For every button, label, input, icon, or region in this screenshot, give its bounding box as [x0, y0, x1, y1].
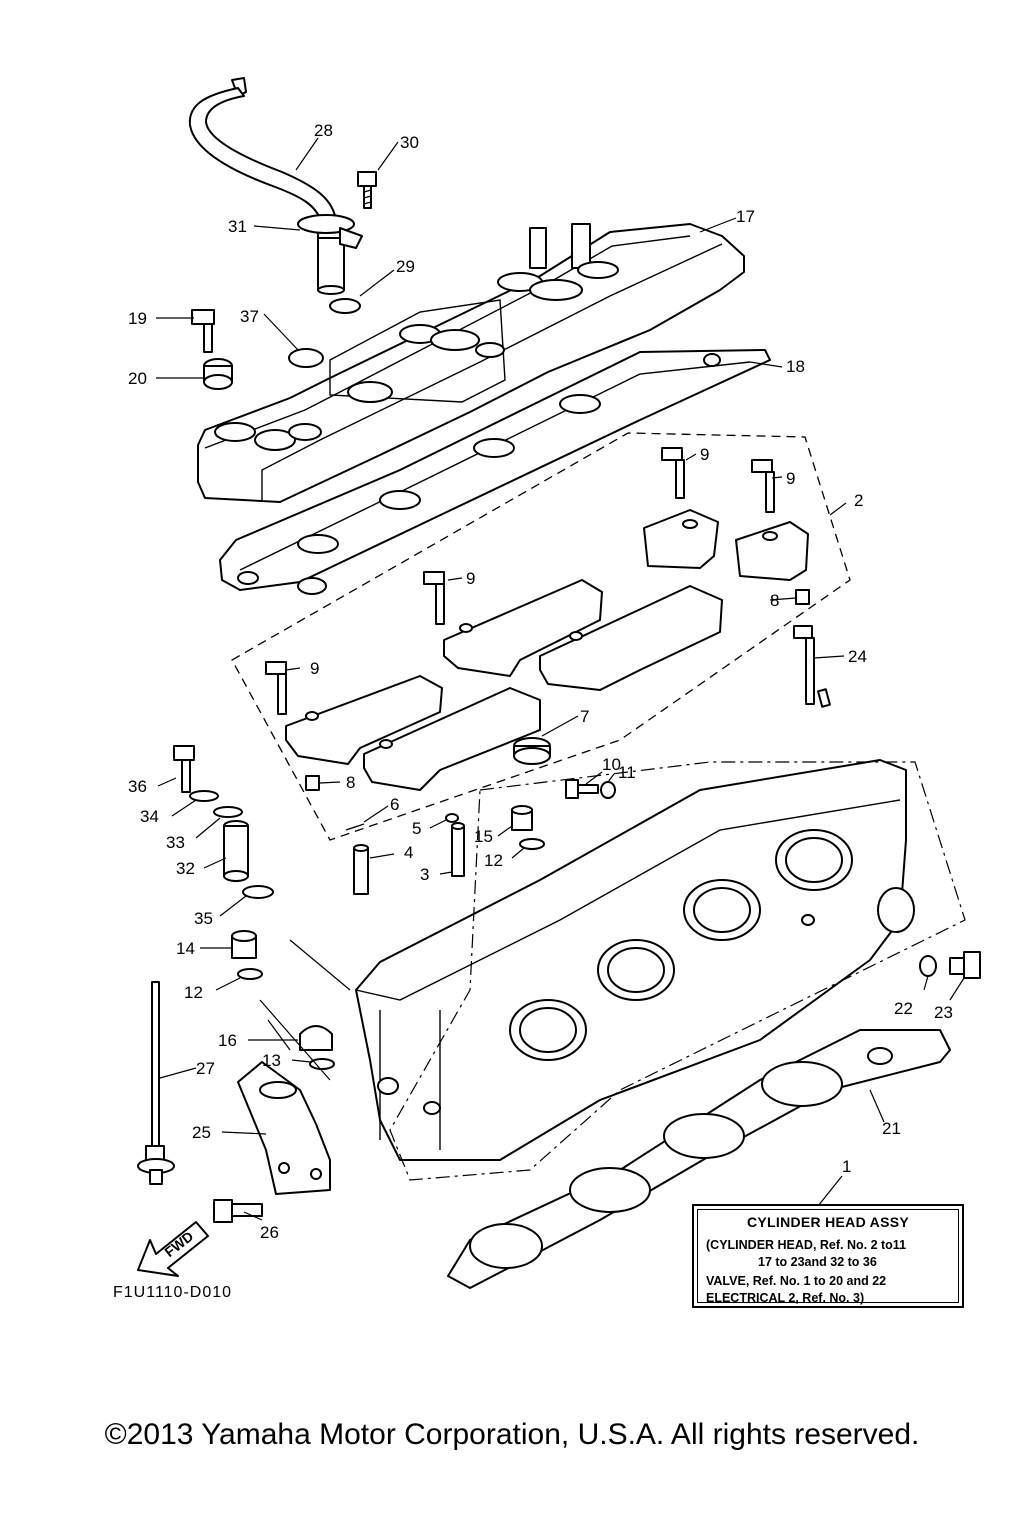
washer-11	[600, 781, 616, 799]
valve-guide-3	[451, 822, 465, 877]
callout-3: 3	[420, 865, 429, 884]
callout-28: 28	[314, 121, 333, 140]
cylinder-head	[355, 759, 915, 1161]
callout-32: 32	[176, 859, 195, 878]
assembly-line-1: (CYLINDER HEAD, Ref. No. 2 to11	[706, 1238, 907, 1252]
callout-20: 20	[128, 369, 147, 388]
callout-27: 27	[196, 1059, 215, 1078]
callout-19: 19	[128, 309, 147, 328]
washer-34	[189, 790, 219, 802]
dowel-8-left	[305, 775, 320, 791]
callout-13: 13	[262, 1051, 281, 1070]
callout-12-lower: 12	[184, 983, 203, 1002]
intake-port	[509, 999, 587, 1061]
camshaft-caps	[285, 509, 809, 791]
washer-12-lower	[237, 968, 263, 980]
copyright-notice: ©2013 Yamaha Motor Corporation, U.S.A. A…	[104, 1418, 920, 1451]
clip-6	[345, 823, 365, 831]
plug-23	[949, 951, 981, 979]
callout-15: 15	[474, 827, 493, 846]
callout-35: 35	[194, 909, 213, 928]
callout-10: 10	[602, 755, 621, 774]
callout-26: 26	[260, 1223, 279, 1242]
dowel-8-right	[795, 589, 810, 605]
bolt-30	[357, 171, 377, 209]
nut-14	[231, 930, 257, 959]
callout-9-b: 9	[786, 469, 795, 488]
callout-11: 11	[618, 763, 636, 782]
bolt-24	[793, 625, 831, 708]
callout-16: 16	[218, 1031, 237, 1050]
callout-1: 1	[842, 1157, 851, 1176]
o-ring-35	[242, 885, 274, 899]
plug-7	[513, 737, 551, 765]
callout-21: 21	[882, 1119, 901, 1138]
valve-guide-4	[353, 844, 369, 895]
head-gasket	[447, 1029, 951, 1289]
assembly-line-3: VALVE, Ref. No. 1 to 20 and 22	[706, 1274, 887, 1288]
intake-port	[597, 939, 675, 1001]
washer-13	[309, 1058, 335, 1070]
washer-33	[213, 806, 243, 818]
callout-14: 14	[176, 939, 195, 958]
callout-22: 22	[894, 999, 913, 1018]
callout-31: 31	[228, 217, 247, 236]
callout-30: 30	[400, 133, 419, 152]
sleeve-32	[223, 820, 249, 882]
breather-hose	[188, 77, 363, 295]
callout-17: 17	[736, 207, 755, 226]
callout-9-a: 9	[700, 445, 709, 464]
assembly-title: CYLINDER HEAD ASSY	[746, 1214, 909, 1230]
callout-6: 6	[390, 795, 399, 814]
assembly-line-4: ELECTRICAL 2, Ref. No. 3)	[706, 1291, 865, 1305]
bolt-36	[173, 745, 195, 793]
drawing-code: F1U1110-D010	[113, 1284, 233, 1301]
callout-12-upper: 12	[484, 851, 503, 870]
cap-bolts-9	[265, 447, 775, 715]
cover-gasket	[219, 349, 771, 595]
assembly-reference-box: CYLINDER HEAD ASSY (CYLINDER HEAD, Ref. …	[692, 1204, 964, 1308]
callout-34: 34	[140, 807, 159, 826]
cable-tie-27	[137, 981, 175, 1185]
assembly-box-inner-border: CYLINDER HEAD ASSY (CYLINDER HEAD, Ref. …	[697, 1209, 959, 1305]
cap-nut-16	[299, 1025, 333, 1051]
callout-8-right: 8	[770, 591, 779, 610]
callout-33: 33	[166, 833, 185, 852]
bolt-10	[565, 779, 599, 799]
nut-15	[511, 805, 533, 831]
seal-5	[445, 813, 459, 823]
group-box-2	[231, 432, 851, 841]
washer-12-upper	[519, 838, 545, 850]
callout-labels: 1 2 3 4 5 6 7 8 8 9 9 9 9 10 11 12 12 13…	[128, 121, 953, 1242]
o-ring-29	[329, 298, 361, 314]
callout-5: 5	[412, 819, 421, 838]
guide-box-head	[389, 761, 966, 1181]
callout-37: 37	[240, 307, 259, 326]
forward-arrow: FWD	[137, 1221, 209, 1277]
callout-8-left: 8	[346, 773, 355, 792]
callout-36: 36	[128, 777, 147, 796]
callout-23: 23	[934, 1003, 953, 1022]
grommet-20	[203, 358, 233, 390]
callout-9-c: 9	[466, 569, 475, 588]
bolt-19	[191, 309, 215, 353]
callout-7: 7	[580, 707, 589, 726]
plug-37	[288, 348, 324, 368]
intake-port	[683, 879, 761, 941]
leader-lines	[156, 137, 965, 1221]
callout-9-d: 9	[310, 659, 319, 678]
bolt-26	[213, 1199, 263, 1223]
callout-2: 2	[854, 491, 863, 510]
callout-25: 25	[192, 1123, 211, 1142]
intake-port	[775, 829, 853, 891]
assembly-line-2: 17 to 23and 32 to 36	[758, 1255, 877, 1269]
cylinder-head-cover	[197, 223, 745, 503]
callout-24: 24	[848, 647, 867, 666]
callout-18: 18	[786, 357, 805, 376]
callout-4: 4	[404, 843, 413, 862]
washer-22	[919, 955, 937, 977]
bracket-25	[237, 1061, 331, 1195]
callout-29: 29	[396, 257, 415, 276]
